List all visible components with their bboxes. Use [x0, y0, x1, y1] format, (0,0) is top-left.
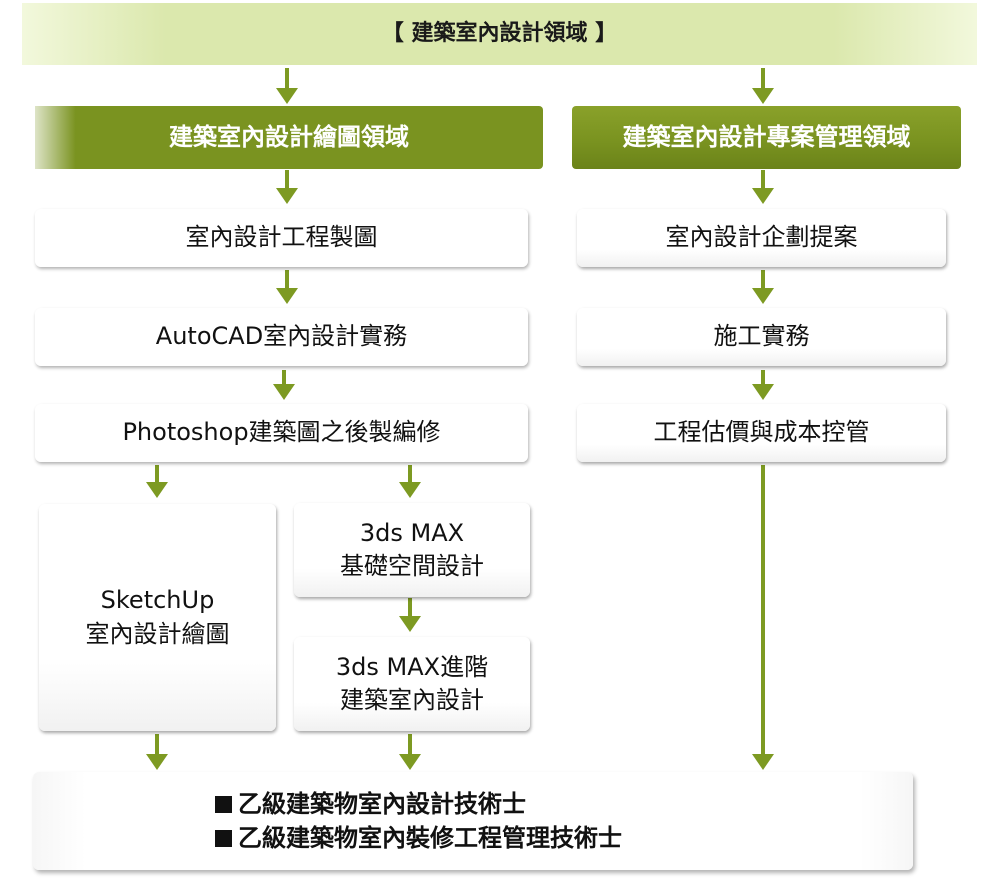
- certification-item: 乙級建築物室內設計技術士: [215, 787, 526, 821]
- course-3dsmax-advanced: 3ds MAX進階 建築室內設計: [294, 637, 530, 731]
- course-interior-drafting: 室內設計工程製圖: [35, 209, 528, 267]
- course-cost-estimation: 工程估價與成本控管: [577, 404, 946, 462]
- course-autocad: AutoCAD室內設計實務: [35, 308, 528, 366]
- course-autocad-label: AutoCAD室內設計實務: [155, 322, 408, 351]
- management-domain-header: 建築室內設計專案管理領域: [572, 106, 961, 169]
- course-sketchup-line1: SketchUp: [100, 586, 215, 615]
- diagram-title-text: 【 建築室內設計領域 】: [381, 20, 618, 46]
- course-3dsmax-basic-line2: 基礎空間設計: [340, 552, 484, 580]
- course-photoshop: Photoshop建築圖之後製編修: [35, 404, 528, 462]
- course-construction-practice-label: 施工實務: [713, 322, 810, 351]
- course-interior-drafting-label: 室內設計工程製圖: [185, 223, 378, 252]
- drawing-domain-header: 建築室內設計繪圖領域: [35, 106, 543, 169]
- course-sketchup-line2: 室內設計繪圖: [85, 619, 230, 648]
- certification-label: 乙級建築物室內設計技術士: [238, 790, 526, 818]
- bullet-square-icon: [215, 829, 232, 847]
- management-domain-label: 建築室內設計專案管理領域: [622, 122, 911, 151]
- course-3dsmax-basic: 3ds MAX 基礎空間設計: [294, 503, 530, 597]
- course-planning-proposal-label: 室內設計企劃提案: [665, 223, 858, 252]
- course-sketchup: SketchUp 室內設計繪圖: [39, 504, 276, 731]
- course-3dsmax-advanced-line1: 3ds MAX進階: [335, 652, 489, 681]
- course-photoshop-label: Photoshop建築圖之後製編修: [122, 418, 441, 447]
- bullet-square-icon: [215, 795, 232, 813]
- course-cost-estimation-label: 工程估價與成本控管: [653, 418, 870, 447]
- certification-label: 乙級建築物室內裝修工程管理技術士: [238, 824, 622, 852]
- certifications-box: 乙級建築物室內設計技術士 乙級建築物室內裝修工程管理技術士: [33, 772, 913, 870]
- course-3dsmax-basic-line1: 3ds MAX: [359, 518, 465, 547]
- drawing-domain-label: 建築室內設計繪圖領域: [169, 122, 409, 151]
- course-3dsmax-advanced-line2: 建築室內設計: [340, 686, 484, 714]
- course-planning-proposal: 室內設計企劃提案: [577, 209, 946, 267]
- certification-item: 乙級建築物室內裝修工程管理技術士: [215, 821, 622, 855]
- course-construction-practice: 施工實務: [577, 308, 946, 366]
- diagram-title: 【 建築室內設計領域 】: [22, 3, 977, 65]
